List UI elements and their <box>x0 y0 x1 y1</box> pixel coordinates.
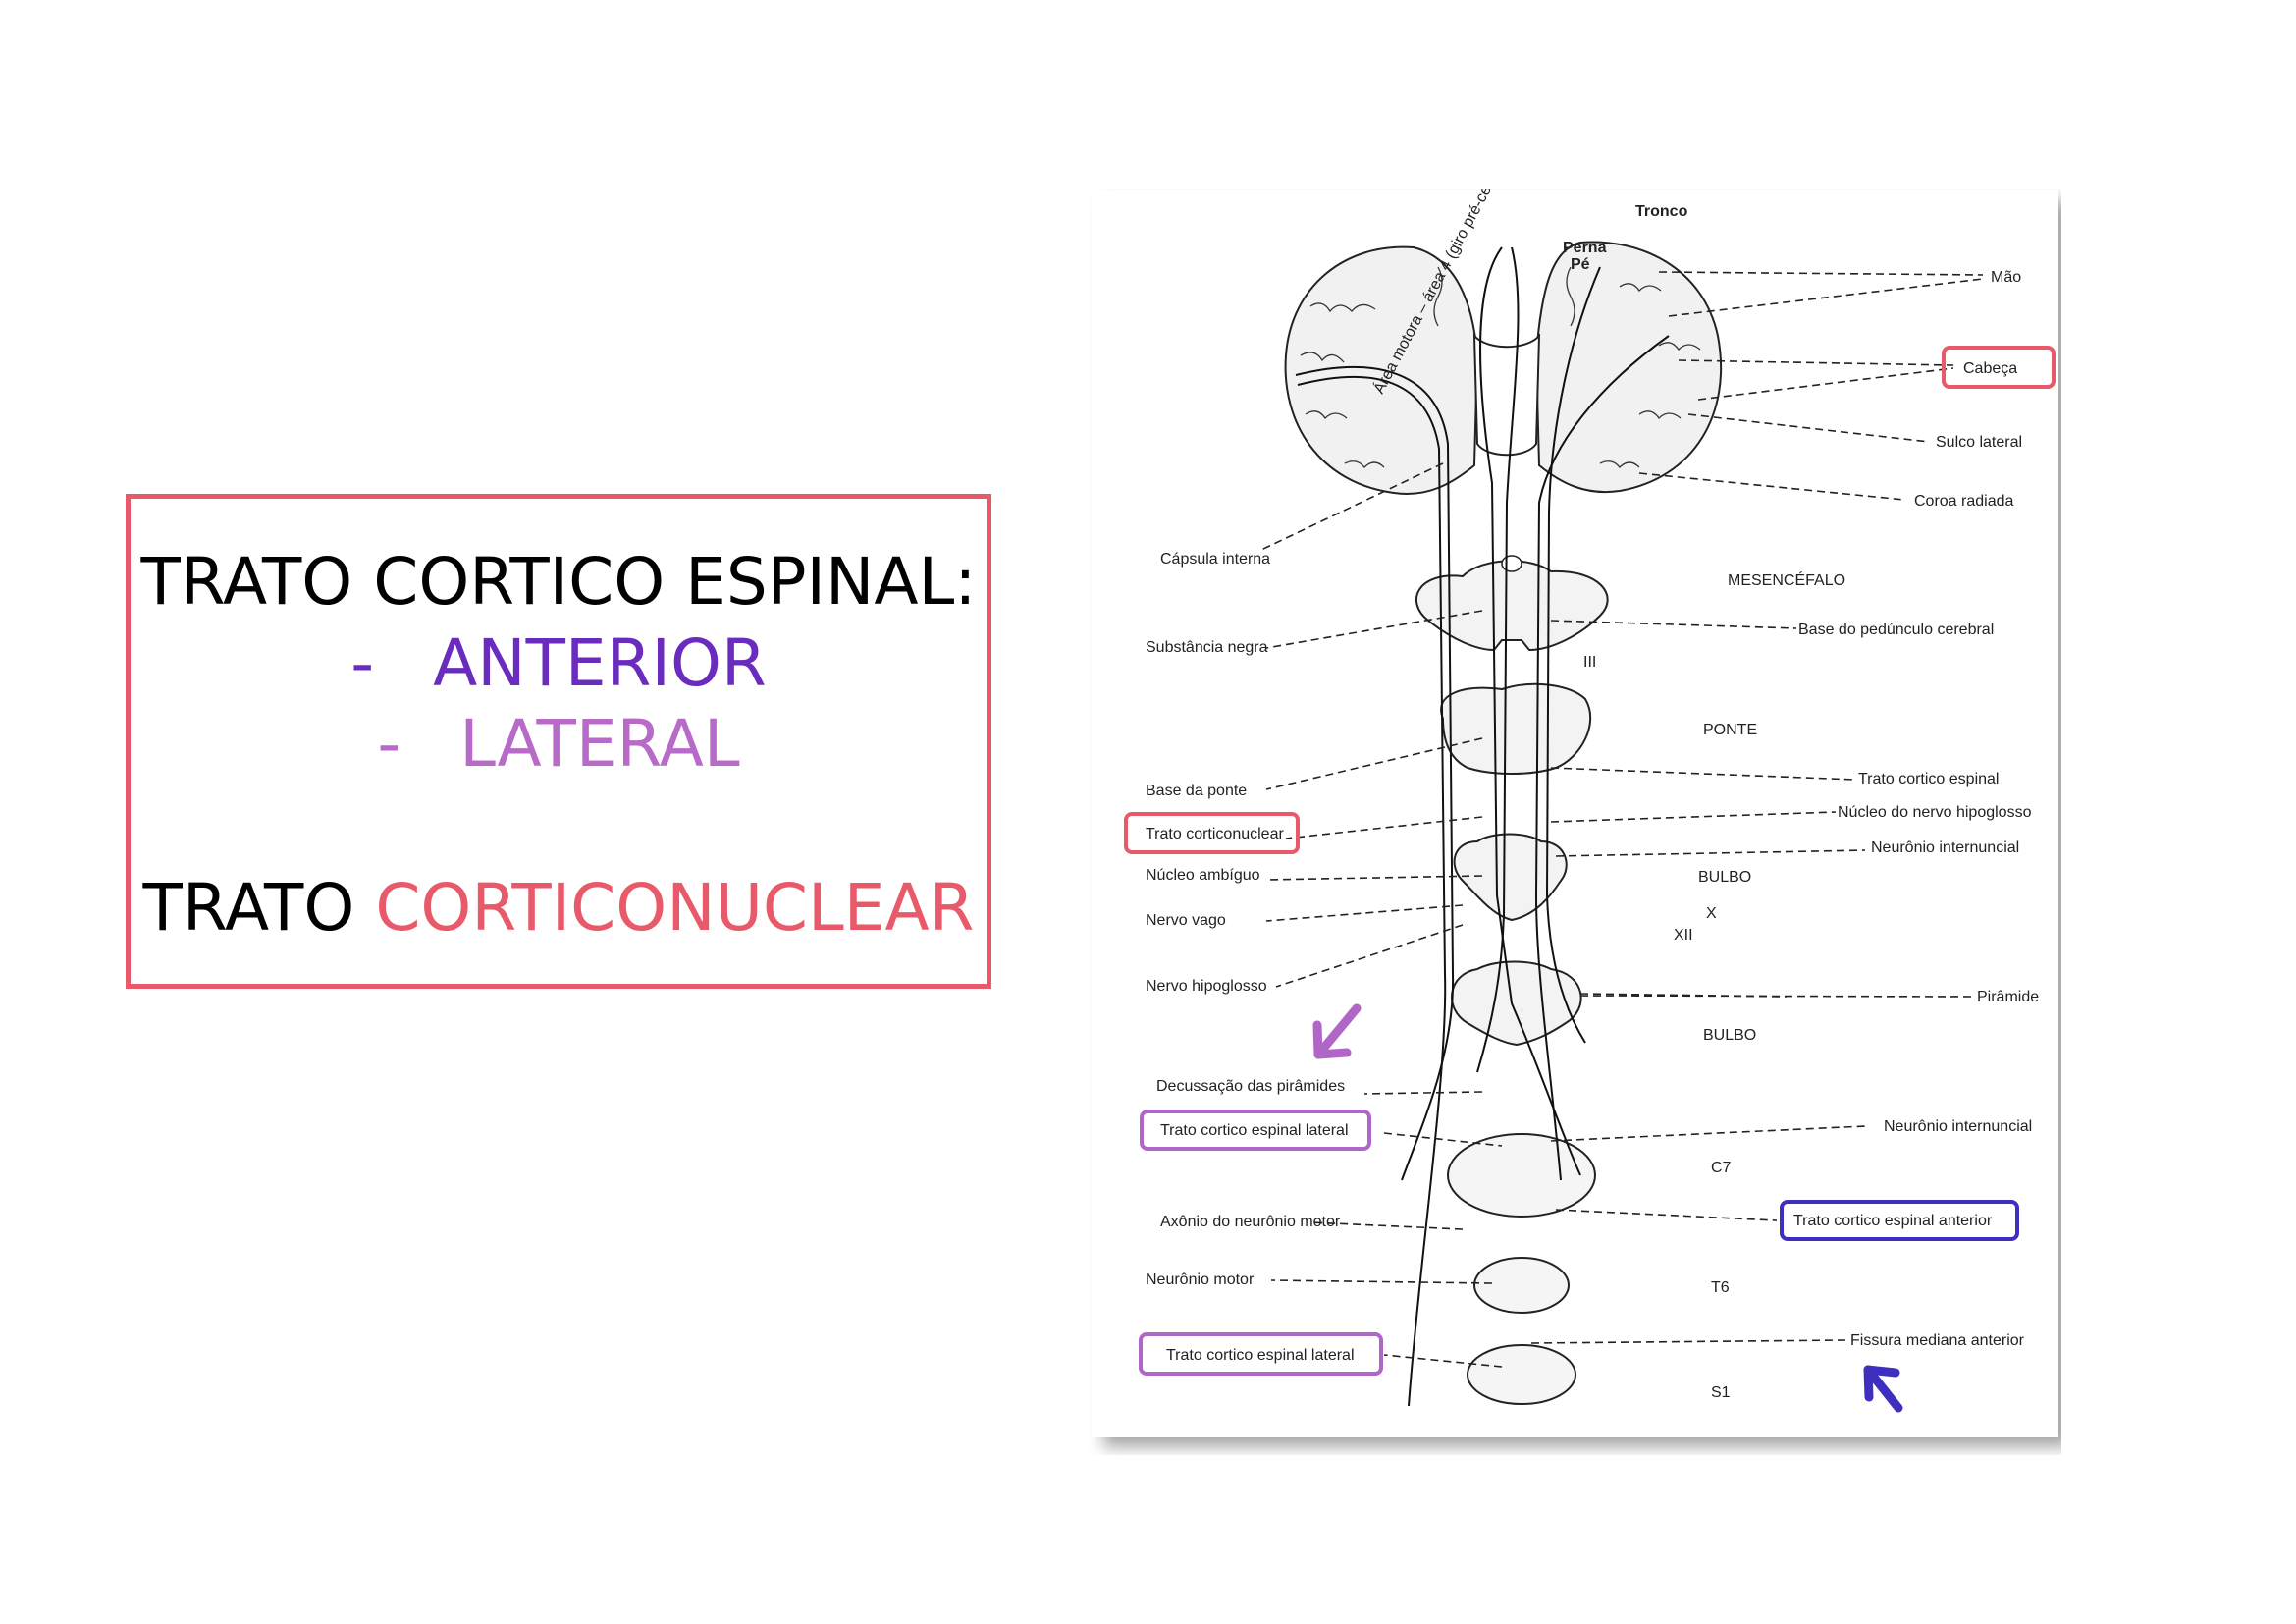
label-decussacao: Decussação das pirâmides <box>1156 1078 1345 1095</box>
label-neuronio-motor: Neurônio motor <box>1146 1272 1255 1288</box>
label-axonio: Axônio do neurônio motor <box>1160 1214 1341 1230</box>
label-trato-corticonuclear: Trato corticonuclear <box>1146 826 1284 842</box>
label-ponte: PONTE <box>1703 722 1757 738</box>
label-iii: III <box>1583 654 1596 671</box>
label-fissura: Fissura mediana anterior <box>1850 1332 2025 1349</box>
label-nervo-hipoglosso: Nervo hipoglosso <box>1146 978 1267 995</box>
label-x: X <box>1706 905 1717 922</box>
blue-arrow-icon <box>1863 1365 1903 1413</box>
pons-section <box>1440 682 1592 775</box>
trato-word: TRATO <box>142 870 355 946</box>
tract-fibers <box>1295 246 1670 1407</box>
label-pe: Pé <box>1571 256 1590 273</box>
summary-line-lateral: -LATERAL <box>131 705 987 784</box>
label-sulco-lateral: Sulco lateral <box>1936 434 2022 451</box>
corticonuclear-label: CORTICONUCLEAR <box>375 870 975 946</box>
highlight-cabeca <box>1942 346 2056 389</box>
label-c7: C7 <box>1711 1160 1732 1176</box>
label-xii: XII <box>1674 927 1693 944</box>
summary-line-corticonuclear: TRATO CORTICONUCLEAR <box>131 869 987 947</box>
label-s1: S1 <box>1711 1384 1731 1401</box>
label-trato-lateral-c7: Trato cortico espinal lateral <box>1160 1122 1349 1139</box>
anterior-label: ANTERIOR <box>433 625 767 701</box>
label-nucleo-ambiguo: Núcleo ambíguo <box>1146 867 1260 884</box>
t6-spinal-section <box>1473 1257 1570 1314</box>
label-mesencefalo: MESENCÉFALO <box>1728 570 1845 589</box>
highlight-lateral-c7 <box>1140 1110 1371 1151</box>
label-piramide: Pirâmide <box>1977 989 2039 1005</box>
highlight-corticonuclear <box>1124 812 1300 854</box>
leader-lines <box>1260 271 1984 1368</box>
label-neuronio-internuncial-1: Neurônio internuncial <box>1871 839 2019 856</box>
label-capsula-interna: Cápsula interna <box>1160 551 1270 568</box>
label-trato-cortico-espinal: Trato cortico espinal <box>1858 771 1999 787</box>
lateral-label: LATERAL <box>459 706 740 782</box>
label-nervo-vago: Nervo vago <box>1146 912 1226 929</box>
pyramidal-tract-figure: Área motora – área 4 (giro pré-central) … <box>1090 189 2061 1455</box>
summary-line-anterior: -ANTERIOR <box>131 624 987 703</box>
summary-box: TRATO CORTICO ESPINAL: -ANTERIOR -LATERA… <box>126 494 991 989</box>
label-mao: Mão <box>1991 269 2021 286</box>
brain-gyri <box>1300 266 1701 468</box>
label-base-ponte: Base da ponte <box>1146 783 1247 799</box>
s1-spinal-section <box>1467 1344 1576 1405</box>
violet-arrow-icon <box>1312 1003 1362 1059</box>
label-bulbo-2: BULBO <box>1703 1027 1756 1044</box>
highlight-lateral-s1 <box>1139 1332 1383 1376</box>
label-coroa-radiada: Coroa radiada <box>1914 493 2014 510</box>
label-trato-lateral-s1: Trato cortico espinal lateral <box>1166 1347 1355 1364</box>
cerebral-aqueduct <box>1501 555 1522 572</box>
c7-spinal-section <box>1447 1133 1596 1218</box>
label-base-pedunculo: Base do pedúnculo cerebral <box>1798 622 1994 638</box>
label-tronco: Tronco <box>1635 203 1688 220</box>
label-neuronio-internuncial-2: Neurônio internuncial <box>1884 1118 2032 1135</box>
corticospinal-heading: TRATO CORTICO ESPINAL: <box>140 544 977 620</box>
label-substancia-negra: Substância negra <box>1146 639 1268 656</box>
mesencephalon-section <box>1415 560 1609 652</box>
pyramidal-tract-diagram: Área motora – área 4 (giro pré-central) … <box>1092 189 2058 1437</box>
label-bulbo-1: BULBO <box>1698 869 1751 886</box>
label-trato-anterior: Trato cortico espinal anterior <box>1793 1213 1993 1229</box>
label-cabeca: Cabeça <box>1963 360 2017 377</box>
summary-line-corticospinal: TRATO CORTICO ESPINAL: <box>131 543 987 622</box>
highlight-anterior <box>1780 1200 2019 1241</box>
label-perna: Perna <box>1563 240 1607 256</box>
label-nucleo-hipoglosso: Núcleo do nervo hipoglosso <box>1838 804 2032 821</box>
label-t6: T6 <box>1711 1279 1730 1296</box>
lateral-dash: - <box>377 706 401 782</box>
anterior-dash: - <box>350 625 375 701</box>
